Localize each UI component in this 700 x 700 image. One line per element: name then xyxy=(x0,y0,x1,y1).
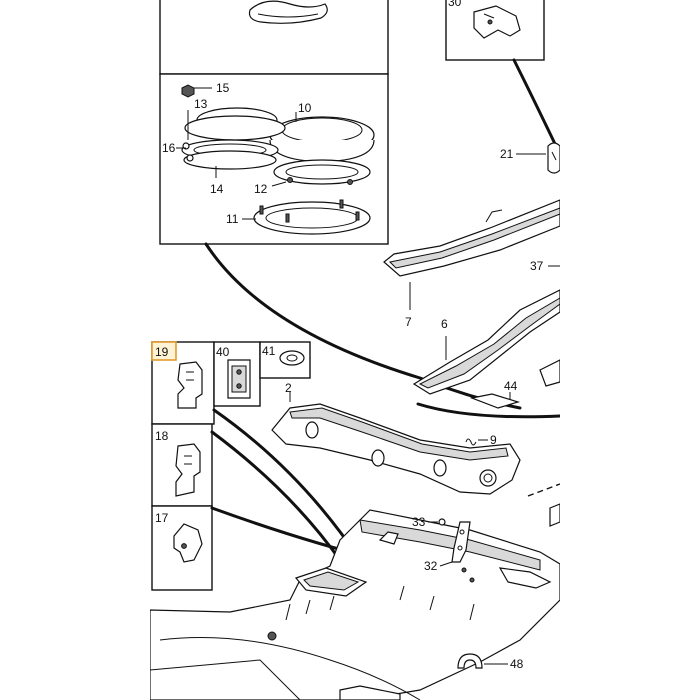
callout-19: 19 xyxy=(155,345,169,359)
top-left-detail-box xyxy=(159,0,389,75)
callout-37: 37 xyxy=(530,259,544,273)
callout-48: 48 xyxy=(510,657,524,671)
callout-41: 41 xyxy=(262,344,276,358)
callout-40: 40 xyxy=(216,345,230,359)
part-9-clip: 9 xyxy=(465,433,497,447)
callout-18: 18 xyxy=(155,429,169,443)
connector-line-30 xyxy=(512,58,558,148)
bracket-detail-box-30: 30 xyxy=(445,0,545,61)
nut-15 xyxy=(181,84,195,98)
callout-44: 44 xyxy=(504,379,518,393)
callout-32: 32 xyxy=(424,559,438,573)
dashed-line xyxy=(527,483,561,497)
bracket-19 xyxy=(177,361,203,409)
callout-13: 13 xyxy=(194,97,208,111)
highlight-19 xyxy=(151,341,177,361)
bracket-17 xyxy=(173,523,203,563)
callout-21: 21 xyxy=(500,147,514,161)
callout-15: 15 xyxy=(216,81,230,95)
part-44-bracket: 44 xyxy=(469,379,521,409)
spring-seat-detail-box: 15 13 10 16 14 12 11 xyxy=(159,73,389,245)
small-parts-boxes: 19 40 41 18 17 xyxy=(151,341,311,591)
part-32-strap: 32 xyxy=(424,521,471,573)
part-2-crossmember: 2 xyxy=(271,381,521,495)
part-7-side-member: 7 37 xyxy=(383,199,561,329)
part-21: 21 xyxy=(500,142,561,174)
bracket-18 xyxy=(175,443,201,497)
bracket-30 xyxy=(473,5,521,39)
callout-7: 7 xyxy=(405,315,412,329)
callout-14: 14 xyxy=(210,182,224,196)
callout-2: 2 xyxy=(285,381,292,395)
part-6-member: 6 xyxy=(412,289,561,395)
callout-16: 16 xyxy=(162,141,176,155)
callout-30: 30 xyxy=(448,0,462,9)
grommet-41 xyxy=(279,350,305,366)
part-48-clamp: 48 xyxy=(457,653,524,671)
callout-9: 9 xyxy=(490,433,497,447)
callout-6: 6 xyxy=(441,317,448,331)
ring-11 xyxy=(253,201,371,235)
callout-11: 11 xyxy=(226,212,239,226)
callout-33: 33 xyxy=(412,515,426,529)
callout-10: 10 xyxy=(298,101,312,115)
divider-curve-right xyxy=(416,402,562,419)
part-33-screw: 33 xyxy=(412,515,446,529)
callout-12: 12 xyxy=(254,182,268,196)
callout-17: 17 xyxy=(155,511,169,525)
